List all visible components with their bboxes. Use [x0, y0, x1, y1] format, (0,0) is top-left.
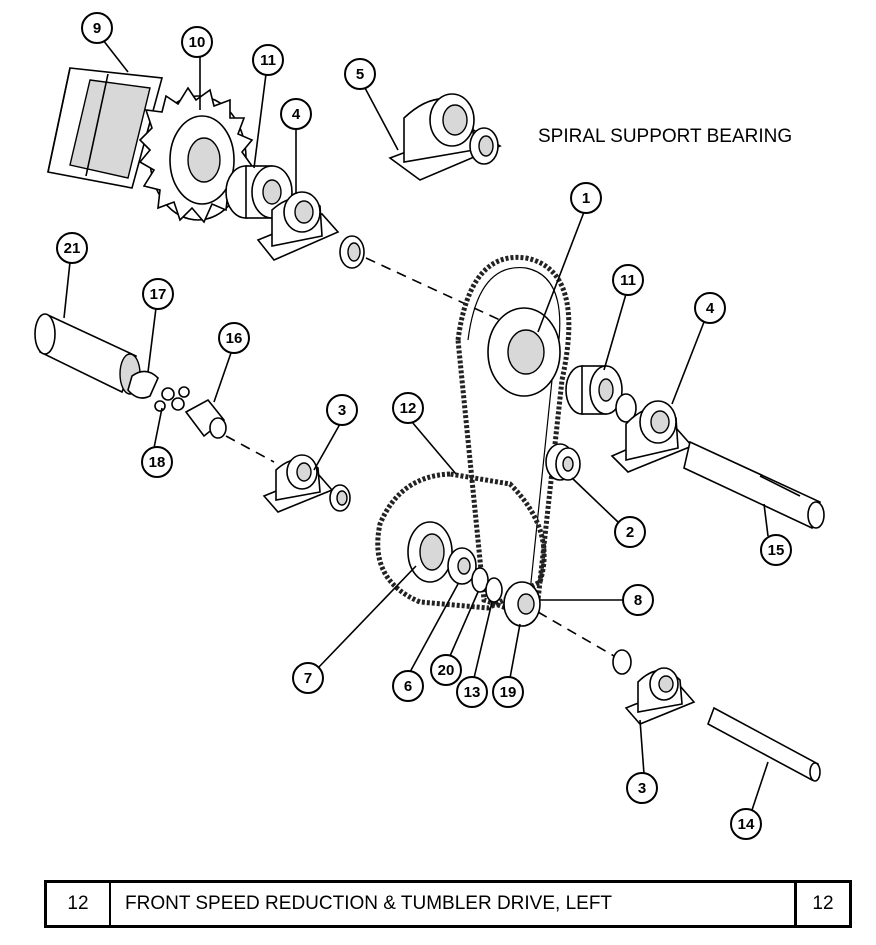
callout-label: 20 — [438, 662, 455, 679]
callout-20: 20 — [430, 654, 462, 686]
callout-label: 6 — [404, 678, 412, 695]
centerline-lower — [537, 611, 615, 657]
callout-21: 21 — [56, 232, 88, 264]
callout-4-top: 4 — [280, 98, 312, 130]
part-14-shaft — [707, 706, 821, 782]
callout-14: 14 — [730, 808, 762, 840]
part-15-shaft — [683, 440, 825, 530]
callout-label: 10 — [189, 34, 206, 51]
part-2-spacer — [545, 443, 581, 481]
part-4-pillow-block-top — [256, 191, 340, 261]
callout-17: 17 — [142, 278, 174, 310]
callout-3-right: 3 — [626, 772, 658, 804]
callout-label: 13 — [464, 684, 481, 701]
part-3-pillow-block-right — [624, 667, 696, 725]
spiral-support-bearing-label: SPIRAL SUPPORT BEARING — [538, 126, 792, 147]
callout-1: 1 — [570, 182, 602, 214]
callout-19: 19 — [492, 676, 524, 708]
part-4-pillow-block-right — [610, 400, 694, 473]
exploded-parts-diagram: SPIRAL SUPPORT BEARING 9 10 11 4 5 21 17… — [34, 12, 825, 840]
callout-label: 14 — [738, 816, 755, 833]
part-19-small-sprocket — [503, 581, 541, 627]
callout-label: 5 — [356, 66, 364, 83]
callout-11-top: 11 — [252, 44, 284, 76]
callout-8: 8 — [622, 584, 654, 616]
part-9-shroud — [47, 67, 164, 189]
figure-caption-table: 12 FRONT SPEED REDUCTION & TUMBLER DRIVE… — [44, 880, 852, 928]
callout-label: 3 — [638, 780, 646, 797]
part-17-yoke — [127, 370, 159, 399]
part-bearing-insert-left — [329, 484, 351, 512]
callout-10: 10 — [181, 26, 213, 58]
part-7-drum — [407, 521, 453, 583]
figure-title: FRONT SPEED REDUCTION & TUMBLER DRIVE, L… — [111, 883, 796, 925]
callout-label: 7 — [304, 670, 312, 687]
callout-label: 1 — [582, 190, 590, 207]
callout-label: 2 — [626, 524, 634, 541]
callout-11-right: 11 — [612, 264, 644, 296]
callout-label: 16 — [226, 330, 243, 347]
callout-3-left: 3 — [326, 394, 358, 426]
callout-label: 17 — [150, 286, 167, 303]
callout-4-right: 4 — [694, 292, 726, 324]
callout-label: 11 — [620, 272, 636, 289]
part-5-spiral-support-bearing — [388, 93, 502, 181]
figure-number-left: 12 — [47, 883, 111, 925]
callout-5: 5 — [344, 58, 376, 90]
callout-label: 12 — [400, 400, 417, 417]
part-21-shaft-tube — [34, 313, 141, 395]
part-6-hub — [447, 547, 477, 585]
callout-label: 4 — [292, 106, 301, 123]
callout-15: 15 — [760, 534, 792, 566]
part-13-spacer — [485, 577, 503, 603]
callout-9: 9 — [81, 12, 113, 44]
callout-label: 18 — [149, 454, 166, 471]
centerline-middle — [225, 435, 275, 463]
part-18-cross — [154, 386, 190, 412]
callout-7: 7 — [292, 662, 324, 694]
callout-16: 16 — [218, 322, 250, 354]
callout-13: 13 — [456, 676, 488, 708]
callout-label: 11 — [260, 52, 276, 69]
callout-12: 12 — [392, 392, 424, 424]
part-bearing-insert-top — [339, 235, 365, 269]
part-bearing-insert-lower — [612, 649, 632, 675]
callout-label: 21 — [64, 240, 81, 257]
part-bearing-insert-right — [615, 393, 637, 423]
part-16-yoke — [184, 398, 227, 439]
callout-label: 3 — [338, 402, 346, 419]
callout-2: 2 — [614, 516, 646, 548]
callout-label: 8 — [634, 592, 642, 609]
callout-label: 4 — [706, 300, 715, 317]
part-1-sprocket — [487, 307, 561, 397]
part-12-lower-chain — [375, 471, 547, 611]
part-20-bushing — [471, 567, 489, 593]
part-10-toothed-drum — [138, 86, 254, 224]
callout-6: 6 — [392, 670, 424, 702]
centerline-upper — [365, 257, 501, 321]
part-3-pillow-block-left — [262, 454, 334, 513]
part-11-hub-top — [225, 165, 293, 219]
leader-lines — [63, 39, 769, 811]
callout-18: 18 — [141, 446, 173, 478]
callout-label: 9 — [93, 20, 101, 37]
figure-number-right: 12 — [796, 883, 849, 925]
callout-label: 15 — [768, 542, 785, 559]
part-11-hub-right — [565, 365, 623, 415]
callout-label: 19 — [500, 684, 517, 701]
